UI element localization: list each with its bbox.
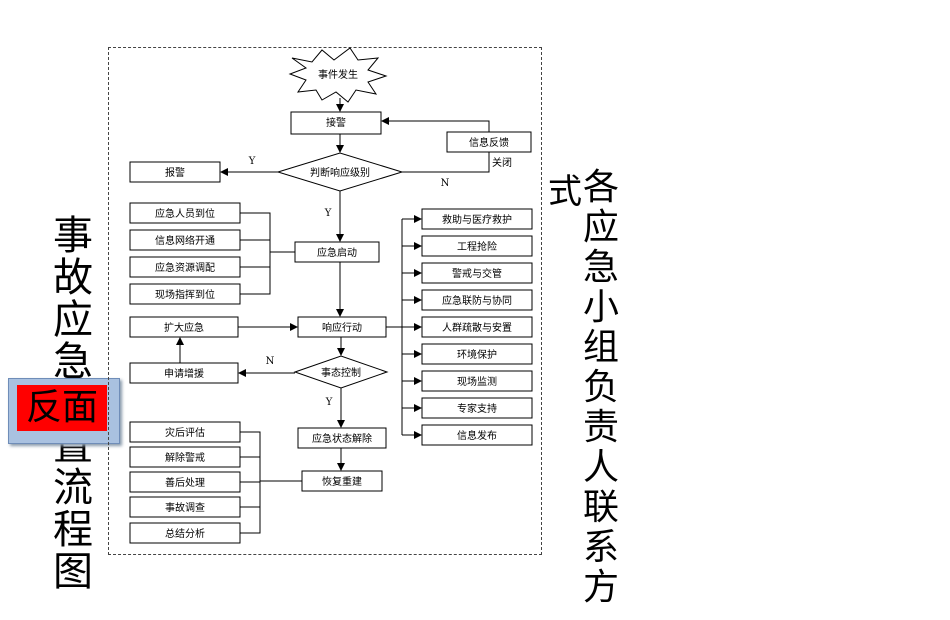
left-title-char: 急 bbox=[53, 339, 93, 385]
branch-label-n: N bbox=[266, 356, 275, 367]
branch-label-n: N bbox=[441, 178, 450, 189]
start-label: 事件发生 bbox=[318, 68, 358, 81]
right-title-char: 方 bbox=[582, 567, 619, 608]
jiechu-box bbox=[297, 427, 387, 449]
right-label: 信息发布 bbox=[457, 429, 497, 442]
left2-label: 事故调查 bbox=[165, 501, 205, 514]
left2-label: 善后处理 bbox=[165, 476, 205, 489]
judge-label: 判断响应级别 bbox=[310, 166, 370, 179]
left-title-char: 流 bbox=[53, 465, 93, 511]
right-label: 应急联防与协同 bbox=[442, 294, 512, 307]
reverse-side-badge[interactable]: 反面 bbox=[8, 378, 120, 444]
right-label: 救助与医疗救护 bbox=[442, 213, 512, 226]
left1-label: 信息网络开通 bbox=[155, 234, 215, 247]
right-title-char: 各 bbox=[582, 167, 619, 208]
right-title-char: 系 bbox=[582, 527, 619, 568]
left2-label: 灾后评估 bbox=[165, 426, 205, 439]
right-title-char: 联 bbox=[582, 487, 619, 528]
right-title-char: 负 bbox=[582, 367, 619, 408]
feedback-label: 信息反馈 bbox=[469, 136, 509, 149]
right-box bbox=[421, 208, 533, 230]
left2-label: 总结分析 bbox=[165, 527, 205, 540]
branch-label-y: Y bbox=[325, 397, 333, 408]
flowchart-frame bbox=[108, 47, 542, 555]
jiejing-label: 接警 bbox=[326, 116, 346, 129]
kongzhi-diamond bbox=[293, 355, 389, 389]
right-box bbox=[421, 370, 533, 392]
right-title-char: 小 bbox=[582, 287, 619, 328]
left-title-char: 故 bbox=[53, 255, 93, 301]
right-title-char: 人 bbox=[582, 447, 619, 488]
left1-label: 应急资源调配 bbox=[155, 261, 215, 274]
left2-label: 解除警戒 bbox=[165, 451, 205, 464]
left1-label: 应急人员到位 bbox=[155, 207, 215, 220]
right-title-char: 应 bbox=[582, 207, 619, 248]
shenqing-label: 申请增援 bbox=[164, 367, 204, 380]
left-title-char: 应 bbox=[53, 297, 93, 343]
right-label: 环境保护 bbox=[457, 348, 497, 361]
branch-label-y: Y bbox=[324, 208, 332, 219]
right-box bbox=[421, 316, 533, 338]
reverse-side-label: 反面 bbox=[17, 385, 107, 431]
right-label: 警戒与交管 bbox=[452, 267, 502, 280]
right-box bbox=[421, 289, 533, 311]
jiechu-label: 应急状态解除 bbox=[312, 432, 372, 445]
right-title-first-char: 式 bbox=[548, 172, 582, 212]
baojing-label: 报警 bbox=[165, 166, 185, 179]
right-title-char: 责 bbox=[582, 407, 619, 448]
kuoda-label: 扩大应急 bbox=[164, 321, 204, 334]
right-label: 人群疏散与安置 bbox=[442, 321, 512, 334]
right-title-char: 组 bbox=[582, 327, 619, 368]
right-label: 工程抢险 bbox=[457, 240, 497, 253]
left-title-char: 事 bbox=[53, 213, 93, 259]
right-label: 现场监测 bbox=[457, 375, 497, 388]
xingdong-label: 响应行动 bbox=[322, 321, 362, 334]
qidong-label: 应急启动 bbox=[317, 246, 357, 259]
branch-label-close: 关闭 bbox=[492, 156, 512, 169]
left-title-char: 图 bbox=[53, 549, 93, 595]
branch-label-y: Y bbox=[248, 156, 256, 167]
left1-label: 现场指挥到位 bbox=[155, 288, 215, 301]
huifu-label: 恢复重建 bbox=[322, 475, 362, 488]
right-box bbox=[421, 235, 533, 257]
right-title: 各 应 急 小 组 负 责 人 联 系 方 bbox=[578, 168, 624, 608]
right-box bbox=[421, 424, 533, 446]
right-title-char: 急 bbox=[582, 247, 619, 288]
right-label: 专家支持 bbox=[457, 402, 497, 415]
left-title-char: 程 bbox=[53, 507, 93, 553]
right-box bbox=[421, 397, 533, 419]
right-box bbox=[421, 343, 533, 365]
right-box bbox=[421, 262, 533, 284]
start-burst-shape bbox=[288, 47, 388, 103]
kongzhi-label: 事态控制 bbox=[321, 366, 361, 379]
